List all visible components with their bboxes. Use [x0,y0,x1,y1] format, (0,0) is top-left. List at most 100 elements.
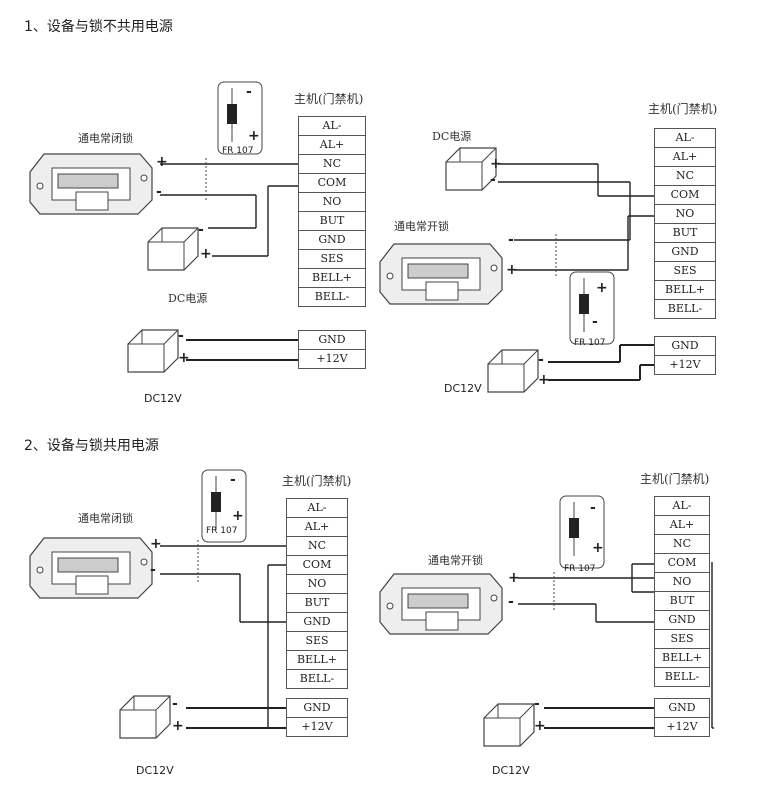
power-terminal-block: GND +12V [298,330,366,369]
plus-sign: + [596,280,608,296]
terminal-al-minus: AL- [298,116,366,136]
terminal-com: COM [298,173,366,193]
minus-sign: - [230,472,236,488]
terminal-block: AL- AL+ NC COM NO BUT GND SES BELL+ BELL… [654,496,710,687]
minus-sign: - [508,232,514,248]
terminal-com: COM [654,553,710,573]
terminal-no: NO [286,574,348,594]
terminal-bell-minus: BELL- [286,669,348,689]
terminal-block: AL- AL+ NC COM NO BUT GND SES BELL+ BELL… [654,128,716,319]
terminal-no: NO [298,192,366,212]
plus-sign: + [508,570,520,586]
minus-sign: - [172,696,178,712]
terminal-al-minus: AL- [654,496,710,516]
dc-supply-label: DC电源 [432,130,472,143]
terminal-block: AL- AL+ NC COM NO BUT GND SES BELL+ BELL… [298,116,366,307]
terminal-al-minus: AL- [286,498,348,518]
minus-sign: - [592,314,598,330]
plus-sign: + [156,154,168,170]
minus-sign: - [198,222,204,238]
terminal-bell-plus: BELL+ [298,268,366,288]
host-label: 主机(门禁机) [640,472,710,486]
section-1-heading: 1、设备与锁不共用电源 [24,19,173,35]
terminal-gnd: GND [654,698,710,718]
lock-label: 通电常开锁 [428,554,483,567]
dc12v-label: DC12V [144,392,182,405]
minus-sign: - [590,500,596,516]
terminal-ses: SES [286,631,348,651]
terminal-bell-minus: BELL- [298,287,366,307]
terminal-nc: NC [286,536,348,556]
plus-sign: + [200,246,212,262]
terminal-nc: NC [654,166,716,186]
terminal-al-plus: AL+ [654,147,716,167]
minus-sign: - [534,696,540,712]
section-2-heading: 2、设备与锁共用电源 [24,438,159,454]
terminal-12v: +12V [298,349,366,369]
terminal-no: NO [654,204,716,224]
terminal-bell-plus: BELL+ [654,280,716,300]
lock-label: 通电常开锁 [394,220,449,233]
terminal-gnd: GND [298,330,366,350]
terminal-gnd: GND [286,612,348,632]
diode-label: FR 107 [222,146,254,156]
terminal-nc: NC [654,534,710,554]
minus-sign: - [150,562,156,578]
terminal-no: NO [654,572,710,592]
terminal-bell-minus: BELL- [654,667,710,687]
diode-label: FR 107 [564,564,596,574]
plus-sign: + [592,540,604,556]
diode-label: FR 107 [206,526,238,536]
terminal-but: BUT [298,211,366,231]
terminal-com: COM [654,185,716,205]
terminal-12v: +12V [286,717,348,737]
host-label: 主机(门禁机) [648,102,718,116]
terminal-but: BUT [654,223,716,243]
minus-sign: - [178,328,184,344]
plus-sign: + [490,156,502,172]
power-terminal-block: GND +12V [654,698,710,737]
minus-sign: - [156,184,162,200]
terminal-bell-plus: BELL+ [286,650,348,670]
dc-supply-label: DC电源 [168,292,208,305]
terminal-12v: +12V [654,355,716,375]
terminal-12v: +12V [654,717,710,737]
terminal-gnd: GND [654,336,716,356]
terminal-bell-minus: BELL- [654,299,716,319]
minus-sign: - [246,84,252,100]
terminal-but: BUT [654,591,710,611]
terminal-gnd: GND [286,698,348,718]
terminal-gnd: GND [654,610,710,630]
terminal-ses: SES [654,629,710,649]
terminal-al-plus: AL+ [298,135,366,155]
terminal-al-minus: AL- [654,128,716,148]
terminal-but: BUT [286,593,348,613]
terminal-gnd: GND [654,242,716,262]
diode-label: FR 107 [574,338,606,348]
terminal-al-plus: AL+ [654,515,710,535]
plus-sign: + [172,718,184,734]
plus-sign: + [232,508,244,524]
host-label: 主机(门禁机) [282,474,352,488]
minus-sign: - [538,352,544,368]
dc12v-label: DC12V [444,382,482,395]
terminal-gnd: GND [298,230,366,250]
plus-sign: + [248,128,260,144]
terminal-block: AL- AL+ NC COM NO BUT GND SES BELL+ BELL… [286,498,348,689]
plus-sign: + [150,536,162,552]
plus-sign: + [178,350,190,366]
power-terminal-block: GND +12V [654,336,716,375]
terminal-ses: SES [298,249,366,269]
terminal-al-plus: AL+ [286,517,348,537]
terminal-ses: SES [654,261,716,281]
terminal-nc: NC [298,154,366,174]
lock-label: 通电常闭锁 [78,512,133,525]
terminal-bell-plus: BELL+ [654,648,710,668]
dc12v-label: DC12V [492,764,530,777]
minus-sign: - [508,594,514,610]
power-terminal-block: GND +12V [286,698,348,737]
minus-sign: - [490,172,496,188]
host-label: 主机(门禁机) [294,92,364,106]
dc12v-label: DC12V [136,764,174,777]
